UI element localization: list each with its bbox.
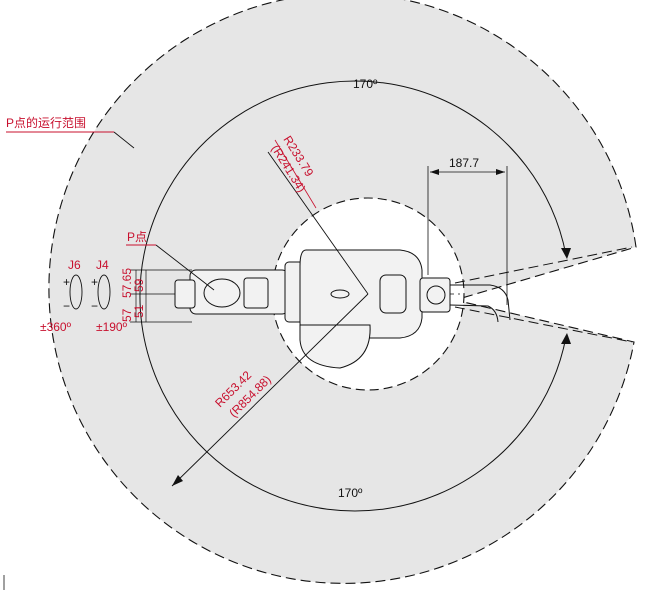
j4-label: J4 bbox=[96, 258, 109, 272]
r-inner-label-line bbox=[274, 139, 317, 209]
dim-51-label: 51 bbox=[132, 304, 146, 318]
j4-rotation-icon bbox=[97, 274, 111, 310]
work-area-title: P点的运行范围 bbox=[6, 115, 86, 130]
r-outer-arrow bbox=[172, 475, 183, 486]
angle-label-bottom: 170º bbox=[338, 486, 363, 500]
sector-edge-bottom bbox=[454, 306, 633, 343]
dim-187-arrow-right bbox=[496, 169, 505, 175]
j6-label: J6 bbox=[68, 258, 81, 272]
dim-187-label: 187.7 bbox=[449, 156, 479, 170]
dim-57-65-label: 57.65 bbox=[120, 268, 134, 298]
j6-range-label: ±360º bbox=[40, 320, 72, 334]
p-point-leader bbox=[155, 244, 215, 291]
r-inner-leader bbox=[267, 151, 369, 295]
j4-minus: − bbox=[91, 299, 98, 313]
dim-57-label: 57 bbox=[120, 308, 134, 322]
arc-arrow-top bbox=[561, 248, 571, 259]
j6-minus: − bbox=[63, 299, 70, 313]
dim-59-label: 59 bbox=[132, 278, 146, 292]
j6-plus: + bbox=[63, 275, 70, 289]
dim-187-arrow-left bbox=[430, 169, 439, 175]
angle-arc bbox=[139, 80, 567, 512]
r-outer-leader bbox=[171, 293, 369, 487]
cable bbox=[449, 304, 499, 323]
j4-range-label: ±190º bbox=[96, 320, 128, 334]
work-area-leader bbox=[113, 131, 135, 149]
p-point-label: P点 bbox=[127, 230, 147, 244]
j4-plus: + bbox=[91, 275, 98, 289]
angle-label-top: 170º bbox=[353, 77, 378, 91]
sector-edge-top bbox=[454, 246, 633, 284]
robot-arm bbox=[174, 249, 451, 369]
cable bbox=[450, 284, 511, 321]
arc-arrow-bottom bbox=[561, 333, 571, 344]
j6-rotation-icon bbox=[69, 274, 83, 310]
